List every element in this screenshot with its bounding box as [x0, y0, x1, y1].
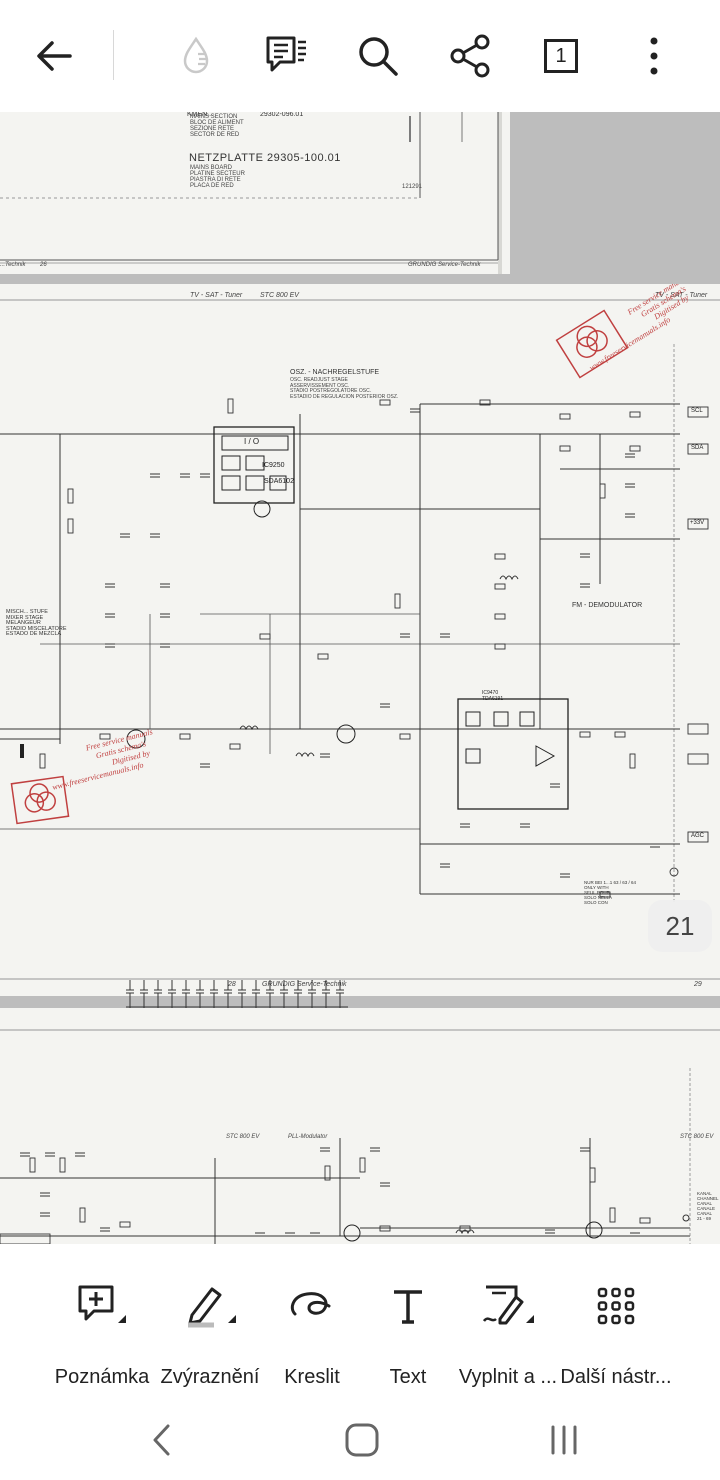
system-navigation-bar	[0, 1404, 720, 1480]
tool-fill-sign-label: Vyplnit a ...	[458, 1366, 558, 1388]
ic9470-part: TDA6191	[482, 696, 504, 702]
svg-text:29302-096.01: 29302-096.01	[260, 112, 303, 118]
grid-dots-icon	[558, 1276, 674, 1336]
svg-text:KMEN...: KMEN...	[187, 112, 213, 118]
ic9470-name: IC9470	[482, 690, 499, 696]
tool-text[interactable]: Text	[350, 1270, 466, 1390]
three-bars-icon[interactable]	[524, 1412, 604, 1468]
ic-io-label: I / O	[244, 437, 260, 446]
channel-out-lines: KANAL CHANNEL CANAL CANALE CANAL 21 - 69	[697, 1191, 719, 1221]
tool-draw[interactable]: Kreslit	[254, 1270, 370, 1390]
page-number-value: 1	[544, 39, 578, 73]
tool-more-label: Další nástr...	[560, 1366, 672, 1388]
tool-fill-sign[interactable]: Vyplnit a ...	[450, 1270, 566, 1390]
mains-section-lines: MAINS SECTION BLOC DE ALIMENT SEZIONE RE…	[190, 114, 244, 138]
tool-highlight[interactable]: Zvýraznění	[152, 1270, 268, 1390]
document-page-3: STC 800 EV PLL-Modulator STC 800 EV KANA…	[0, 1008, 720, 1244]
note-add-icon	[44, 1276, 160, 1336]
tool-note[interactable]: Poznámka	[44, 1270, 160, 1390]
tool-note-label: Poznámka	[54, 1366, 150, 1388]
rounded-square-icon[interactable]	[322, 1412, 402, 1468]
top-toolbar: 1	[0, 0, 720, 112]
capacitor-bank-row	[126, 980, 356, 1008]
document-page-2: TV - SAT - Tuner STC 800 EV TV - SAT - T…	[0, 284, 720, 996]
out-label-scl: SCL	[691, 408, 703, 414]
page2-footer-left: 28	[228, 981, 236, 988]
out-label-agc: AGC	[691, 833, 705, 839]
note-lines: NUR BEI 1...1 63 / 63 / 64 ONLY WITH SEU…	[584, 880, 637, 905]
ic9250-part: SDA6102	[264, 478, 294, 485]
chevron-left-icon[interactable]	[122, 1412, 202, 1468]
tool-highlight-label: Zvýraznění	[160, 1366, 260, 1388]
fill-sign-icon	[450, 1276, 566, 1336]
annotation-toolbar: Poznámka Zvýraznění Kreslit Text Vyplnit…	[0, 1244, 720, 1404]
fm-demodulator-label: FM - DEMODULATOR	[572, 602, 643, 609]
arrow-left-icon[interactable]	[24, 26, 84, 86]
watermark-logo-top	[555, 309, 629, 379]
page3-header-left: STC 800 EV	[226, 1134, 260, 1140]
water-drop-icon[interactable]	[166, 26, 226, 86]
toolbar-divider	[113, 30, 114, 80]
osz-lines: OSC. READJUST STAGE ASSERVISSEMENT OSC. …	[290, 377, 399, 400]
tool-more[interactable]: Další nástr...	[558, 1270, 674, 1390]
search-icon[interactable]	[348, 26, 408, 86]
more-vertical-icon[interactable]	[624, 26, 684, 86]
page1-footer-number: 26	[40, 262, 47, 268]
text-T-icon	[350, 1276, 466, 1336]
schematic-drawing	[0, 299, 720, 980]
page2-header-left: TV - SAT - Tuner	[190, 292, 243, 299]
page2-footer-right: 29	[694, 981, 702, 988]
page1-footer-brand: GRUNDIG Service-Technik	[408, 262, 481, 268]
watermark-logo-bottom	[10, 775, 70, 825]
document-page-1: KMEN... 29302-096.01 MAINS SECTION BLOC …	[0, 112, 510, 274]
out-label-33v: +33V	[690, 520, 705, 526]
mischstufe-lines: MISCH... STUFE MIXER STAGE MELANGEUR STA…	[6, 609, 67, 637]
mains-board-lines: MAINS BOARD PLATINE SECTEUR PIASTRA DI R…	[190, 165, 245, 189]
share-icon[interactable]	[440, 26, 500, 86]
page3-header-right: STC 800 EV	[680, 1134, 714, 1140]
ic9250-name: IC9250	[262, 462, 285, 469]
draw-loop-icon	[254, 1276, 370, 1336]
page2-header-right: TV - SAT - Tuner	[655, 292, 708, 299]
page2-footer-mid: GRUNDIG Service-Technik	[262, 981, 347, 988]
page3-header-mid: PLL-Modulator	[288, 1134, 328, 1140]
drawing-code: 121291	[402, 184, 423, 190]
netzplatte-label: NETZPLATTE 29305-100.01	[189, 152, 341, 164]
highlighter-icon	[152, 1276, 268, 1336]
comment-list-icon[interactable]	[256, 26, 316, 86]
page1-footer-small: ...Technik	[0, 262, 26, 268]
document-viewer[interactable]: KMEN... 29302-096.01 MAINS SECTION BLOC …	[0, 112, 720, 1244]
page2-header-mid: STC 800 EV	[260, 292, 299, 299]
page-number-badge: 21	[648, 900, 712, 952]
osz-title: OSZ. - NACHREGELSTUFE	[290, 369, 380, 376]
out-label-sda: SDA	[691, 445, 704, 451]
page-number-icon[interactable]: 1	[531, 26, 591, 86]
tool-text-label: Text	[389, 1366, 427, 1388]
